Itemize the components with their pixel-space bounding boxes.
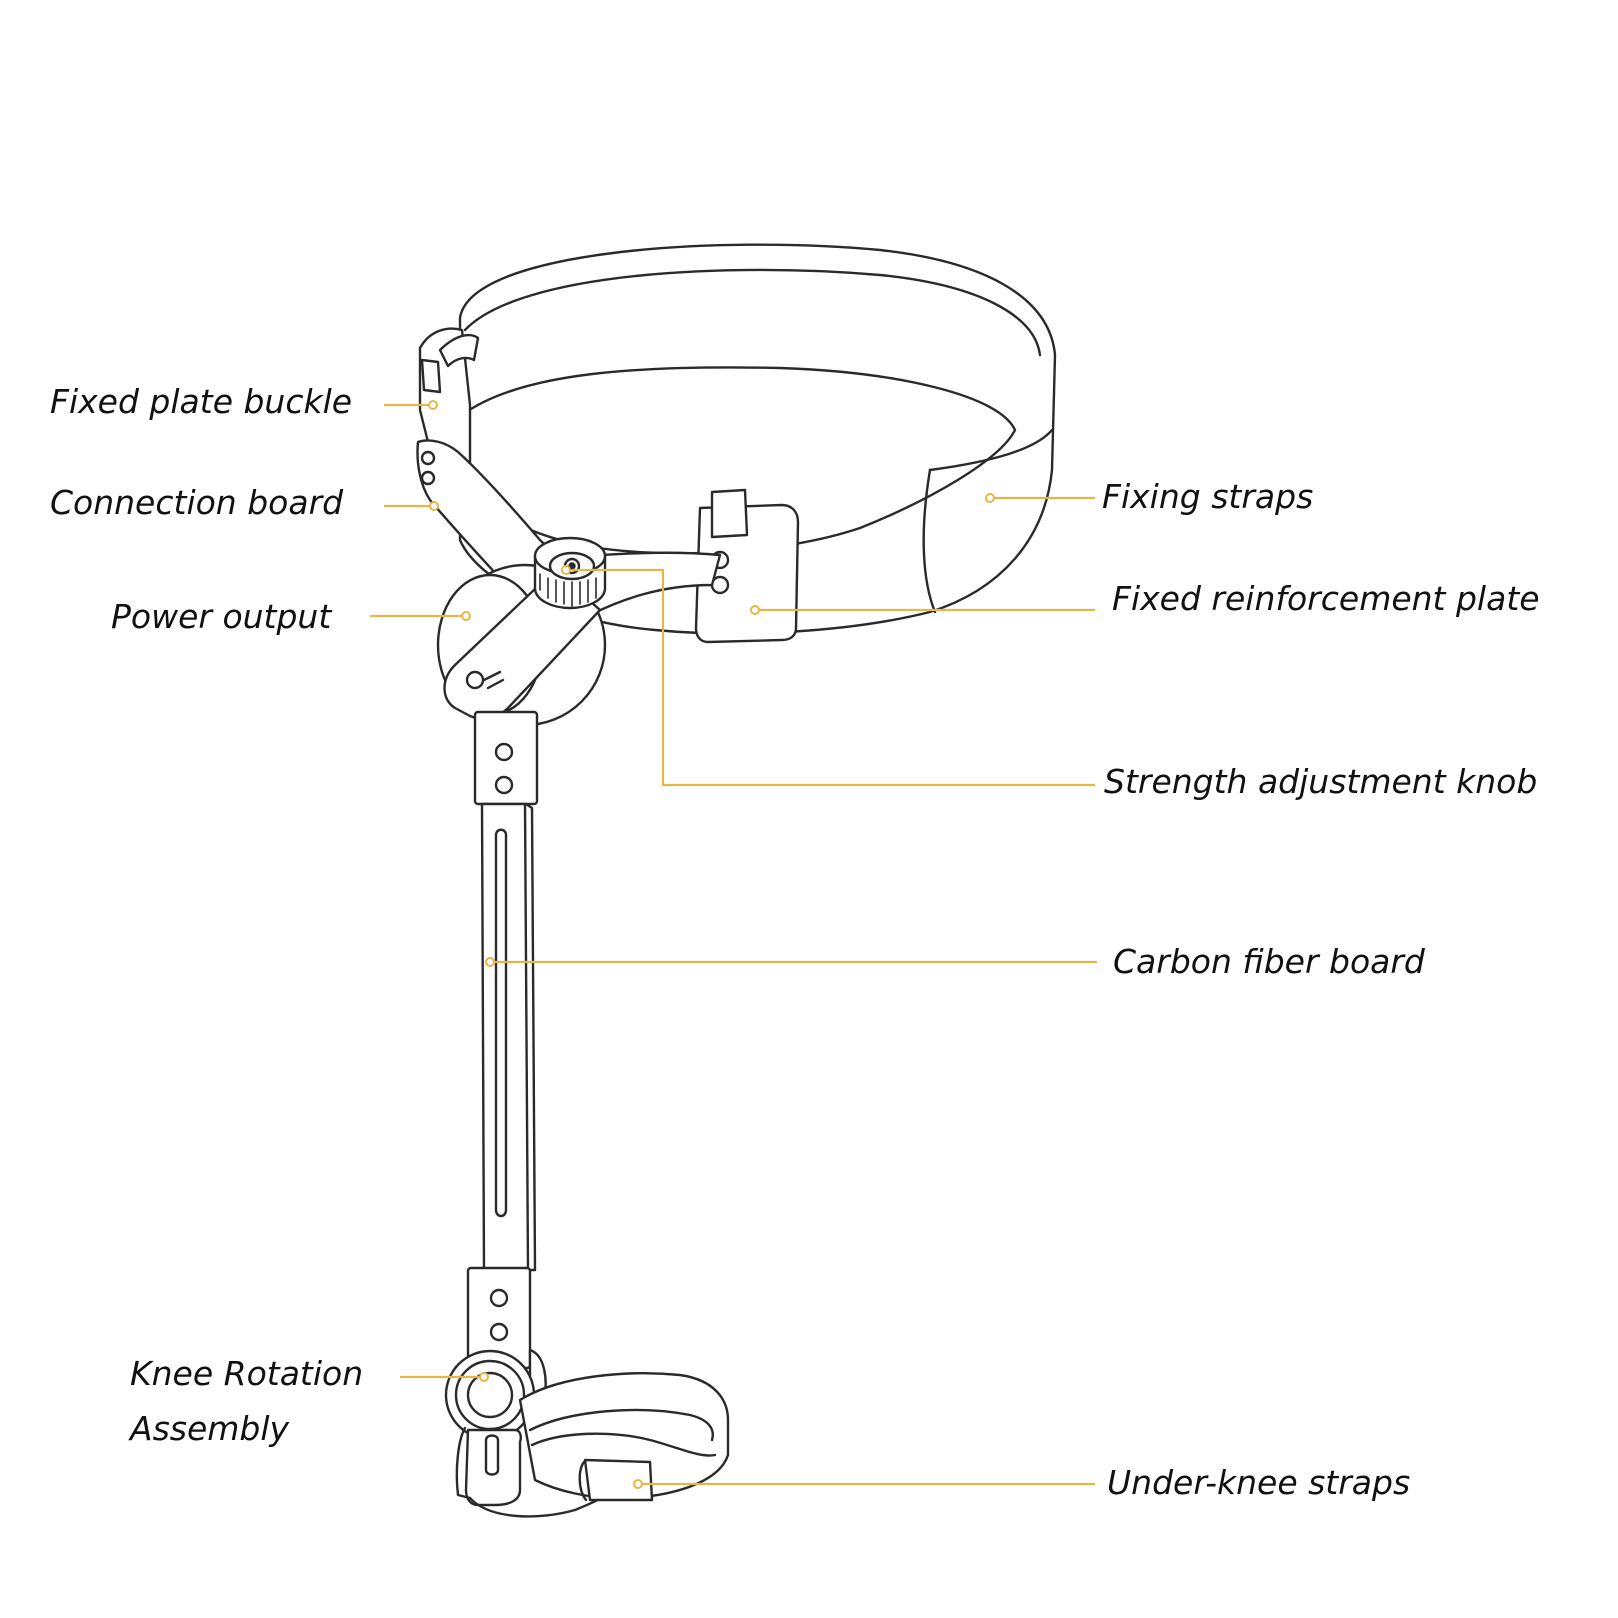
label-fixing-straps: Fixing straps xyxy=(1102,477,1314,516)
waist-belt xyxy=(458,243,1057,635)
dot-knee-rotation xyxy=(479,1372,489,1382)
label-knee-rotation-assembly: Knee Rotation Assembly xyxy=(130,1346,363,1456)
label-power-output: Power output xyxy=(111,597,332,636)
connection-board xyxy=(416,327,562,602)
label-carbon-fiber-board: Carbon fiber board xyxy=(1113,942,1425,981)
dot-power-output xyxy=(461,611,471,621)
leader-anchor-dots xyxy=(428,400,995,1489)
label-knee-rotation-line2: Assembly xyxy=(130,1409,290,1448)
dot-fixed-reinforcement-plate xyxy=(750,605,760,615)
label-fixed-plate-buckle: Fixed plate buckle xyxy=(50,382,353,421)
dot-fixing-straps xyxy=(985,493,995,503)
leader-strength-adjustment-knob xyxy=(572,568,1095,787)
carbon-fiber-board xyxy=(480,802,537,1272)
label-knee-rotation-line1: Knee Rotation xyxy=(130,1354,364,1393)
label-under-knee-straps: Under-knee straps xyxy=(1107,1463,1411,1502)
knee-rotation-assembly xyxy=(444,1266,642,1518)
dot-strength-adjustment-knob xyxy=(561,565,571,575)
label-fixed-reinforcement-plate: Fixed reinforcement plate xyxy=(1112,579,1540,618)
dot-connection-board xyxy=(429,501,439,511)
under-knee-straps xyxy=(518,1372,730,1502)
dot-carbon-fiber-board xyxy=(485,957,495,967)
upper-connector-block xyxy=(473,710,539,806)
dot-under-knee-straps xyxy=(633,1479,643,1489)
leader-lines xyxy=(370,403,1097,1486)
strength-adjustment-knob xyxy=(533,536,607,610)
dot-fixed-plate-buckle xyxy=(428,400,438,410)
label-connection-board: Connection board xyxy=(50,483,344,522)
label-strength-adjustment-knob: Strength adjustment knob xyxy=(1104,762,1538,801)
